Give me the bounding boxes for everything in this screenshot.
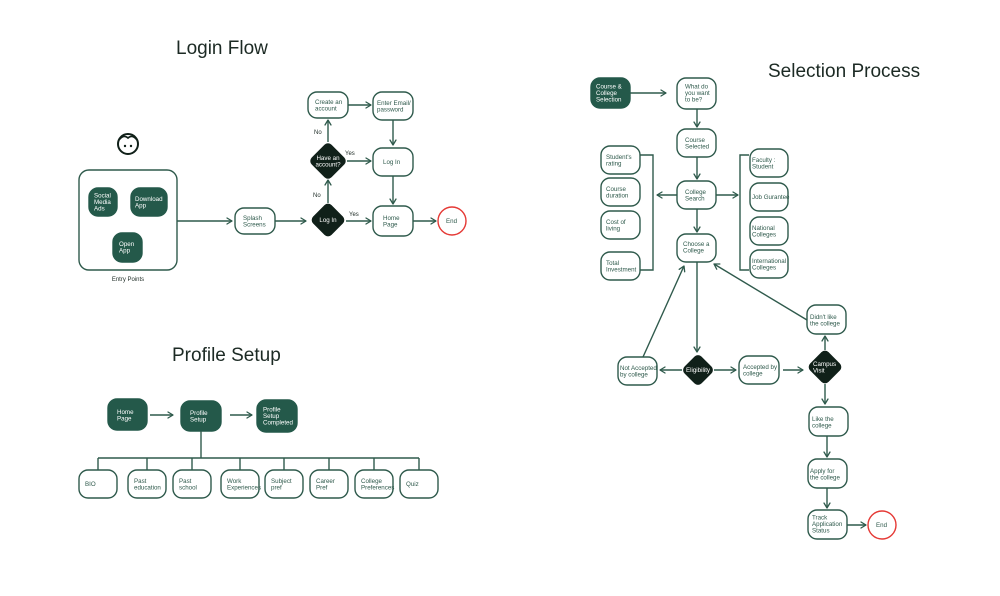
end-login-label: End	[446, 218, 458, 225]
yes-label-login: Yes	[349, 212, 359, 218]
criteria-right-label: Faculty :Student	[752, 157, 776, 171]
profile-item-work-experiences[interactable]	[220, 469, 260, 499]
log-in-label: Log In	[383, 159, 401, 166]
criteria-right-1[interactable]	[749, 182, 789, 212]
profile-item-label: BIO	[85, 481, 96, 488]
criteria-left-1[interactable]	[600, 177, 641, 207]
profile-item-career-pref[interactable]	[309, 469, 349, 499]
criteria-left-2[interactable]	[600, 210, 641, 240]
selection-process-title: Selection Process	[768, 61, 920, 82]
node-end-selection[interactable]	[867, 510, 897, 540]
log-in-decision-label: Log In	[319, 217, 337, 224]
eligibility-label: Eligibility	[686, 367, 711, 374]
node-profile-home-page[interactable]	[107, 398, 148, 431]
entry-points-label: Entry Points	[112, 277, 144, 283]
no-label-have: No	[314, 130, 322, 136]
decision-eligibility[interactable]	[681, 353, 715, 387]
criteria-right-3[interactable]	[749, 249, 789, 279]
profile-setup-title: Profile Setup	[172, 345, 281, 366]
login-flow-title: Login Flow	[176, 38, 268, 59]
decision-campus-visit[interactable]	[807, 349, 844, 386]
node-end-login[interactable]	[437, 206, 467, 236]
profile-item-college-preferences[interactable]	[354, 469, 394, 499]
node-accepted[interactable]	[738, 355, 780, 385]
decision-log-in[interactable]	[310, 202, 347, 239]
profile-item-bio[interactable]	[78, 469, 118, 499]
profile-item-label: Quiz	[406, 481, 419, 488]
criteria-left-0[interactable]	[600, 145, 641, 175]
edge-didnt-like-choose	[713, 263, 808, 321]
entry-social-media-ads[interactable]	[88, 187, 118, 217]
decision-have-account[interactable]	[308, 141, 348, 181]
enter-email-label: Enter Email/password	[377, 100, 411, 114]
face-icon	[117, 133, 139, 155]
yes-label-have: Yes	[345, 151, 355, 157]
profile-item-quiz[interactable]	[399, 469, 439, 499]
bracket-right	[739, 154, 749, 271]
node-profile-completed[interactable]	[256, 399, 298, 433]
criteria-right-label: Job Gurantee	[752, 194, 790, 201]
profile-item-subject-pref[interactable]	[264, 469, 304, 499]
end-selection-label: End	[876, 522, 888, 529]
criteria-right-0[interactable]	[749, 148, 789, 178]
profile-item-past-education[interactable]	[127, 469, 167, 499]
entry-open-app[interactable]	[112, 232, 143, 263]
node-like-college[interactable]	[808, 406, 849, 437]
criteria-right-2[interactable]	[749, 216, 789, 246]
bracket-left	[640, 154, 654, 271]
entry-download-app[interactable]	[130, 187, 168, 217]
node-not-accepted[interactable]	[617, 356, 658, 386]
criteria-left-3[interactable]	[600, 251, 641, 281]
edge-not-accepted-choose	[642, 265, 686, 358]
profile-item-past-school[interactable]	[172, 469, 212, 499]
no-label-login: No	[313, 193, 321, 199]
